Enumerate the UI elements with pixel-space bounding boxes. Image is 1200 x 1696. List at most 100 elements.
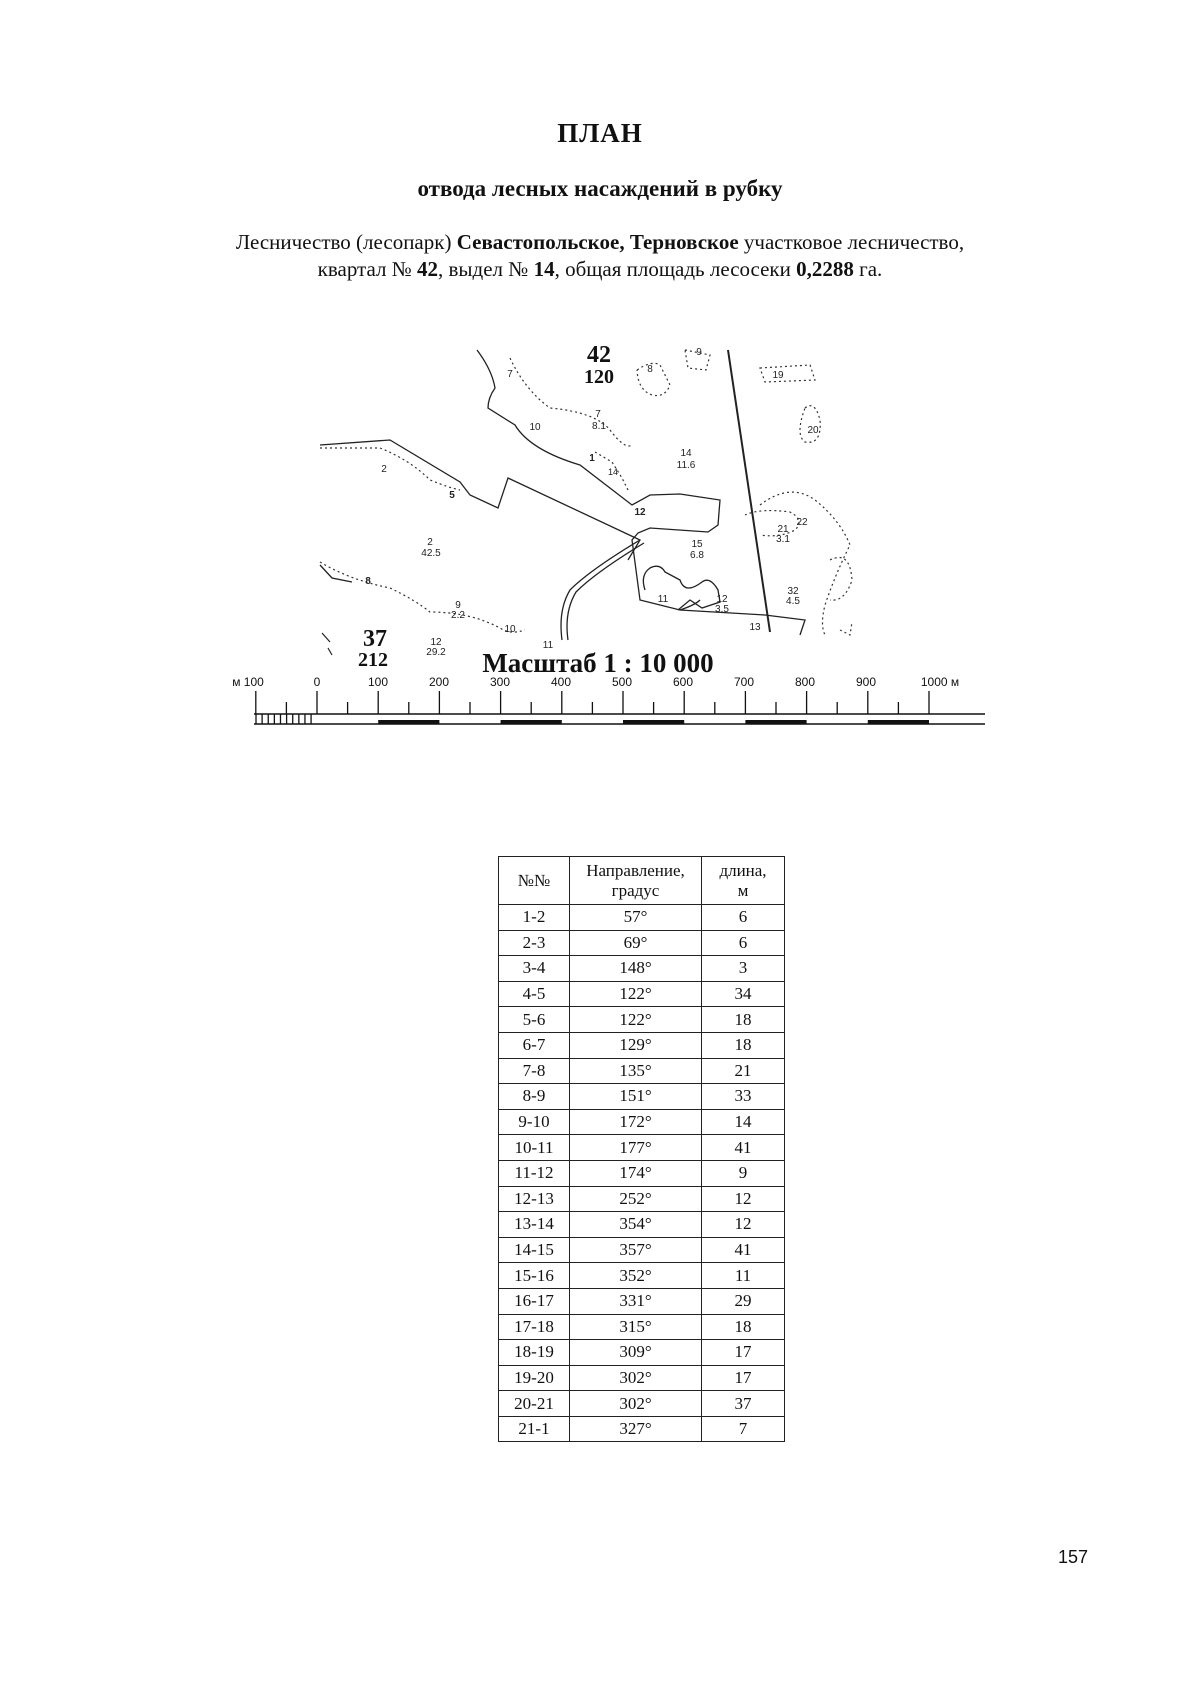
cell-direction: 172° xyxy=(569,1108,702,1136)
scale-label-700: 700 xyxy=(734,675,754,689)
map-label-1: 1 xyxy=(589,453,595,464)
cell-length: 29 xyxy=(701,1287,785,1315)
dotted-plot-22 xyxy=(759,491,851,636)
scale-label-400: 400 xyxy=(551,675,571,689)
cell-segment: 6-7 xyxy=(498,1031,570,1059)
cell-length: 7 xyxy=(701,1415,785,1443)
cell-direction: 302° xyxy=(569,1364,702,1392)
map-label-9-area: 2.2 xyxy=(451,610,465,621)
cell-length: 18 xyxy=(701,1006,785,1033)
cell-segment: 21-1 xyxy=(498,1415,570,1443)
cell-direction: 129° xyxy=(569,1031,702,1059)
cell-length: 41 xyxy=(701,1236,785,1264)
cell-length: 14 xyxy=(701,1108,785,1136)
dotted-left-a xyxy=(320,447,461,491)
area-value: 0,2288 xyxy=(796,257,854,281)
table-header-row: №№ Направление,градус длина,м xyxy=(498,856,785,905)
cell-length: 37 xyxy=(701,1390,785,1417)
map-label-21-area: 3.1 xyxy=(776,534,790,545)
boundary-center xyxy=(476,349,806,636)
scale-label-300: 300 xyxy=(490,675,510,689)
map-label-15-area: 6.8 xyxy=(690,550,704,561)
map-label-9-num: 9 xyxy=(455,600,461,611)
scale-label-800: 800 xyxy=(795,675,815,689)
boundary-left-upper xyxy=(319,439,641,561)
cell-length: 6 xyxy=(701,904,785,931)
cell-direction: 69° xyxy=(569,929,702,957)
cell-length: 9 xyxy=(701,1159,785,1187)
scale-label-200: 200 xyxy=(429,675,449,689)
division-number: 14 xyxy=(533,257,555,281)
map-label-11: 11 xyxy=(658,594,669,605)
cell-segment: 1-2 xyxy=(498,904,570,931)
info-suffix: участковое лесничество, xyxy=(738,230,965,254)
page-title: ПЛАН xyxy=(557,118,643,148)
map-label-11-bottom: 11 xyxy=(543,640,554,651)
cell-segment: 7-8 xyxy=(498,1057,570,1085)
map-label-32-num: 32 xyxy=(787,586,799,597)
cell-length: 11 xyxy=(701,1262,785,1289)
quarter-37-area: 212 xyxy=(358,649,388,671)
cell-length: 33 xyxy=(701,1083,785,1110)
cell-segment: 17-18 xyxy=(498,1313,570,1341)
scale-bar: м 100 0 100 200 300 400 500 600 700 800 … xyxy=(232,675,985,725)
area-label: , общая площадь лесосеки xyxy=(554,257,797,281)
cell-direction: 148° xyxy=(569,955,702,982)
cell-length: 41 xyxy=(701,1134,785,1161)
scale-label-100: 100 xyxy=(368,675,388,689)
scale-label-600: 600 xyxy=(673,675,693,689)
cell-segment: 2-3 xyxy=(498,929,570,957)
cell-length: 6 xyxy=(701,929,785,957)
cell-segment: 15-16 xyxy=(498,1262,570,1289)
info-line-2: квартал № 42, выдел № 14, общая площадь … xyxy=(0,257,1200,282)
boundary-inner-plot xyxy=(642,565,721,611)
quarter-42-area: 120 xyxy=(584,366,614,388)
cell-direction: 252° xyxy=(569,1185,702,1213)
map-label-7-num: 7 xyxy=(595,409,601,420)
map-label-12-num: 12 xyxy=(716,594,728,605)
cell-segment: 16-17 xyxy=(498,1287,570,1315)
dotted-plot-19 xyxy=(759,364,816,383)
map-label-14-area: 11.6 xyxy=(677,460,696,471)
map-label-13: 13 xyxy=(749,622,761,633)
map-label-8: 8 xyxy=(647,364,653,375)
scale-label-m100: м 100 xyxy=(232,675,264,689)
cell-length: 12 xyxy=(701,1185,785,1213)
map-label-2-area: 42.5 xyxy=(421,548,441,559)
dotted-cut-plot xyxy=(594,451,629,491)
boundary-left-tip xyxy=(319,564,353,583)
cell-segment: 8-9 xyxy=(498,1083,570,1110)
quarter-number: 42 xyxy=(417,257,439,281)
cell-segment: 11-12 xyxy=(498,1159,570,1187)
forest-plot-map: 7 8 9 19 20 10 7 8.1 14 11.6 2 5 1 14 12… xyxy=(232,342,985,725)
road-double-b xyxy=(566,542,645,641)
map-label-8-left: 8 xyxy=(365,576,371,587)
cell-segment: 20-21 xyxy=(498,1390,570,1417)
scale-title: Масштаб 1 : 10 000 xyxy=(482,648,713,678)
cell-segment: 3-4 xyxy=(498,955,570,982)
cell-length: 18 xyxy=(701,1031,785,1059)
cell-segment: 19-20 xyxy=(498,1364,570,1392)
dotted-plot-21 xyxy=(744,509,800,537)
boundary-plot-lower xyxy=(679,599,701,611)
page-number: 157 xyxy=(1058,1547,1089,1567)
cell-direction: 302° xyxy=(569,1390,702,1417)
header-direction: Направление,градус xyxy=(569,856,702,905)
division-label: , выдел № xyxy=(438,257,534,281)
cell-direction: 151° xyxy=(569,1083,702,1110)
cell-length: 3 xyxy=(701,955,785,982)
cell-direction: 177° xyxy=(569,1134,702,1161)
area-unit: га. xyxy=(853,257,883,281)
